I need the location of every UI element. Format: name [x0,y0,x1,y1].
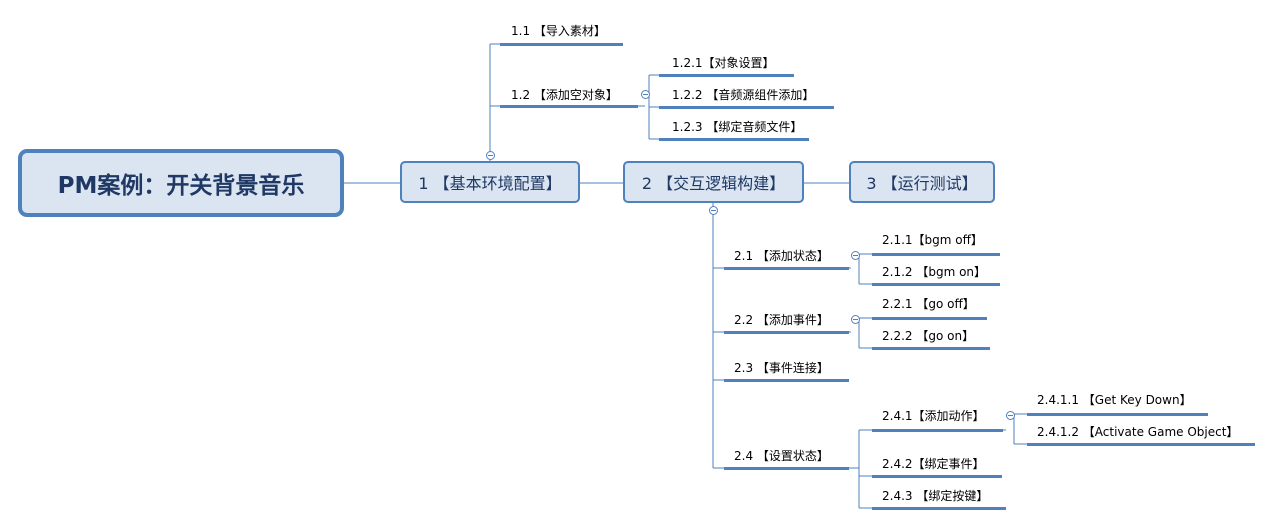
subtopic-underline [724,379,849,382]
collapse-toggle-icon[interactable] [709,206,718,215]
subtopic-underline [724,267,849,270]
subtopic-bind-key[interactable]: 2.4.3 【绑定按键】 [882,489,989,503]
subtopic-underline [872,475,1002,478]
subtopic-set-state[interactable]: 2.4 【设置状态】 [734,449,829,463]
subtopic-bind-audio-file[interactable]: 1.2.3 【绑定音频文件】 [672,120,803,134]
subtopic-underline [872,283,1000,286]
subtopic-object-settings[interactable]: 1.2.1【对象设置】 [672,56,775,70]
collapse-toggle-icon[interactable] [486,151,495,160]
subtopic-underline [659,138,809,141]
subtopic-add-event[interactable]: 2.2 【添加事件】 [734,313,829,327]
subtopic-bind-event[interactable]: 2.4.2【绑定事件】 [882,457,985,471]
subtopic-add-empty-object[interactable]: 1.2 【添加空对象】 [511,88,618,102]
topic-interaction-logic[interactable]: 2 【交互逻辑构建】 [623,161,804,203]
topic-run-test[interactable]: 3 【运行测试】 [849,161,995,203]
subtopic-underline [659,74,794,77]
root-topic[interactable]: PM案例：开关背景音乐 [18,149,344,217]
subtopic-underline [724,331,849,334]
collapse-toggle-icon[interactable] [851,251,860,260]
subtopic-event-connection[interactable]: 2.3 【事件连接】 [734,361,829,375]
subtopic-underline [1027,443,1255,446]
subtopic-bgm-off[interactable]: 2.1.1【bgm off】 [882,233,983,247]
subtopic-add-state[interactable]: 2.1 【添加状态】 [734,249,829,263]
subtopic-go-off[interactable]: 2.2.1 【go off】 [882,297,975,311]
subtopic-underline [872,253,1000,256]
subtopic-underline [1027,413,1208,416]
subtopic-go-on[interactable]: 2.2.2 【go on】 [882,329,975,343]
subtopic-underline [872,347,990,350]
collapse-toggle-icon[interactable] [641,90,650,99]
subtopic-underline [872,317,987,320]
root-topic-label: PM案例：开关背景音乐 [57,173,305,199]
subtopic-underline [872,429,1003,432]
subtopic-add-action[interactable]: 2.4.1【添加动作】 [882,409,985,423]
subtopic-import-assets[interactable]: 1.1 【导入素材】 [511,24,606,38]
topic-label: 2 【交互逻辑构建】 [641,174,786,193]
topic-label: 1 【基本环境配置】 [418,174,562,193]
subtopic-underline [500,105,638,108]
subtopic-bgm-on[interactable]: 2.1.2 【bgm on】 [882,265,987,279]
topic-label: 3 【运行测试】 [866,174,978,193]
collapse-toggle-icon[interactable] [1006,411,1015,420]
subtopic-underline [724,467,849,470]
subtopic-activate-game-object[interactable]: 2.4.1.2 【Activate Game Object】 [1037,425,1239,439]
subtopic-underline [872,507,1006,510]
subtopic-underline [659,106,834,109]
subtopic-get-key-down[interactable]: 2.4.1.1 【Get Key Down】 [1037,393,1192,407]
subtopic-add-audio-source[interactable]: 1.2.2 【音频源组件添加】 [672,88,815,102]
subtopic-underline [500,43,623,46]
collapse-toggle-icon[interactable] [851,315,860,324]
topic-basic-environment[interactable]: 1 【基本环境配置】 [400,161,580,203]
